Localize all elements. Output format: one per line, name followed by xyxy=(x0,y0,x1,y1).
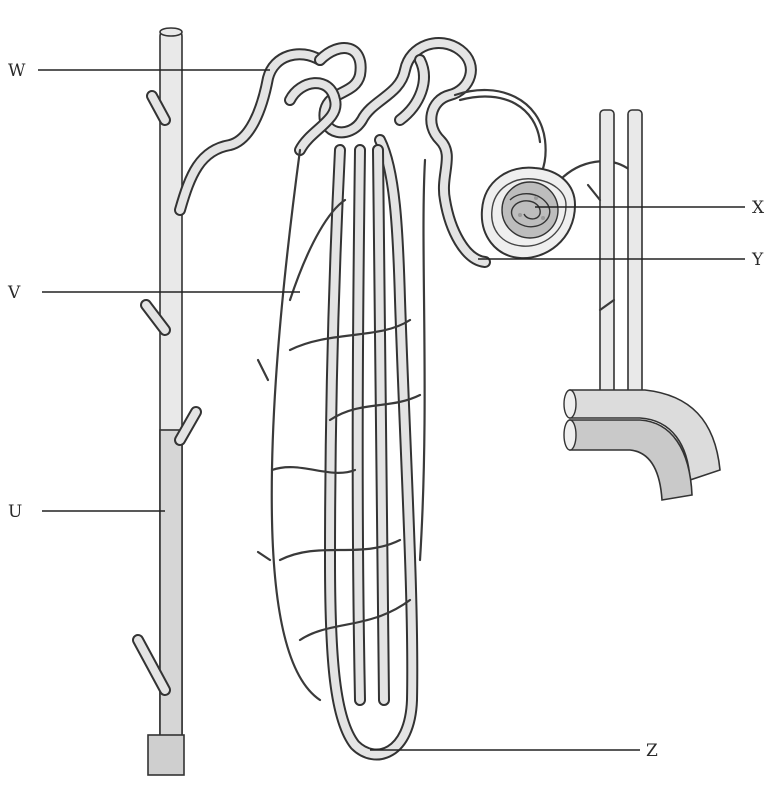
label-v: V xyxy=(7,283,21,303)
label-z: Z xyxy=(646,741,658,761)
connecting-tubule xyxy=(180,54,320,210)
glomerulus xyxy=(502,182,558,238)
renal-vessels xyxy=(564,110,720,500)
label-x: X xyxy=(752,198,765,218)
collecting-duct xyxy=(138,28,196,775)
label-u: U xyxy=(8,502,22,522)
loop-of-henle xyxy=(330,140,412,755)
label-y: Y xyxy=(751,250,764,270)
label-w: W xyxy=(8,61,26,81)
